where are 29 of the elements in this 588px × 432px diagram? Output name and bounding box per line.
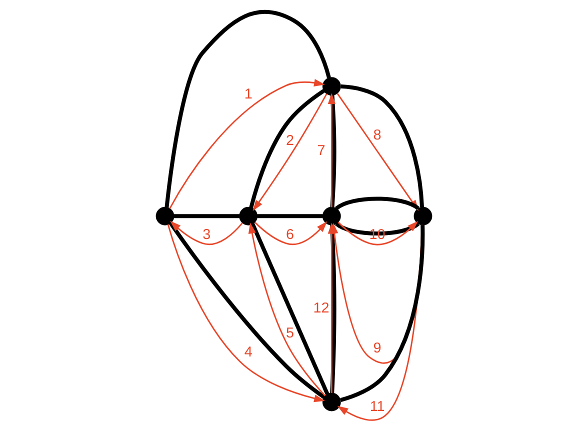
edge-label: 11 [370,399,385,416]
edge-label: 5 [286,325,294,342]
node-circle [156,206,174,226]
connector [174,214,240,218]
edge-label: 8 [373,128,382,144]
edge-label: 3 [202,226,211,243]
node-circle [322,77,341,96]
edge-label: 1 [244,86,252,103]
arrow [170,220,243,246]
edge-label: 12 [313,300,330,317]
edge-label: 4 [244,344,252,361]
edge-label: 2 [286,133,294,150]
node-circle [322,206,341,226]
arrow [254,221,328,246]
arrow [338,220,418,246]
connector [340,84,424,208]
edge-label: 7 [317,142,326,159]
arrow [328,93,336,208]
connector [257,214,323,218]
node-circle [239,206,258,226]
edge-label: 6 [286,226,294,243]
arrow [328,222,336,394]
connector [164,10,331,208]
arrow [169,79,325,209]
node-circle [322,392,341,412]
connector [330,224,336,394]
edge-label: 9 [373,340,382,357]
connector [330,95,336,208]
node-circle [414,206,432,226]
